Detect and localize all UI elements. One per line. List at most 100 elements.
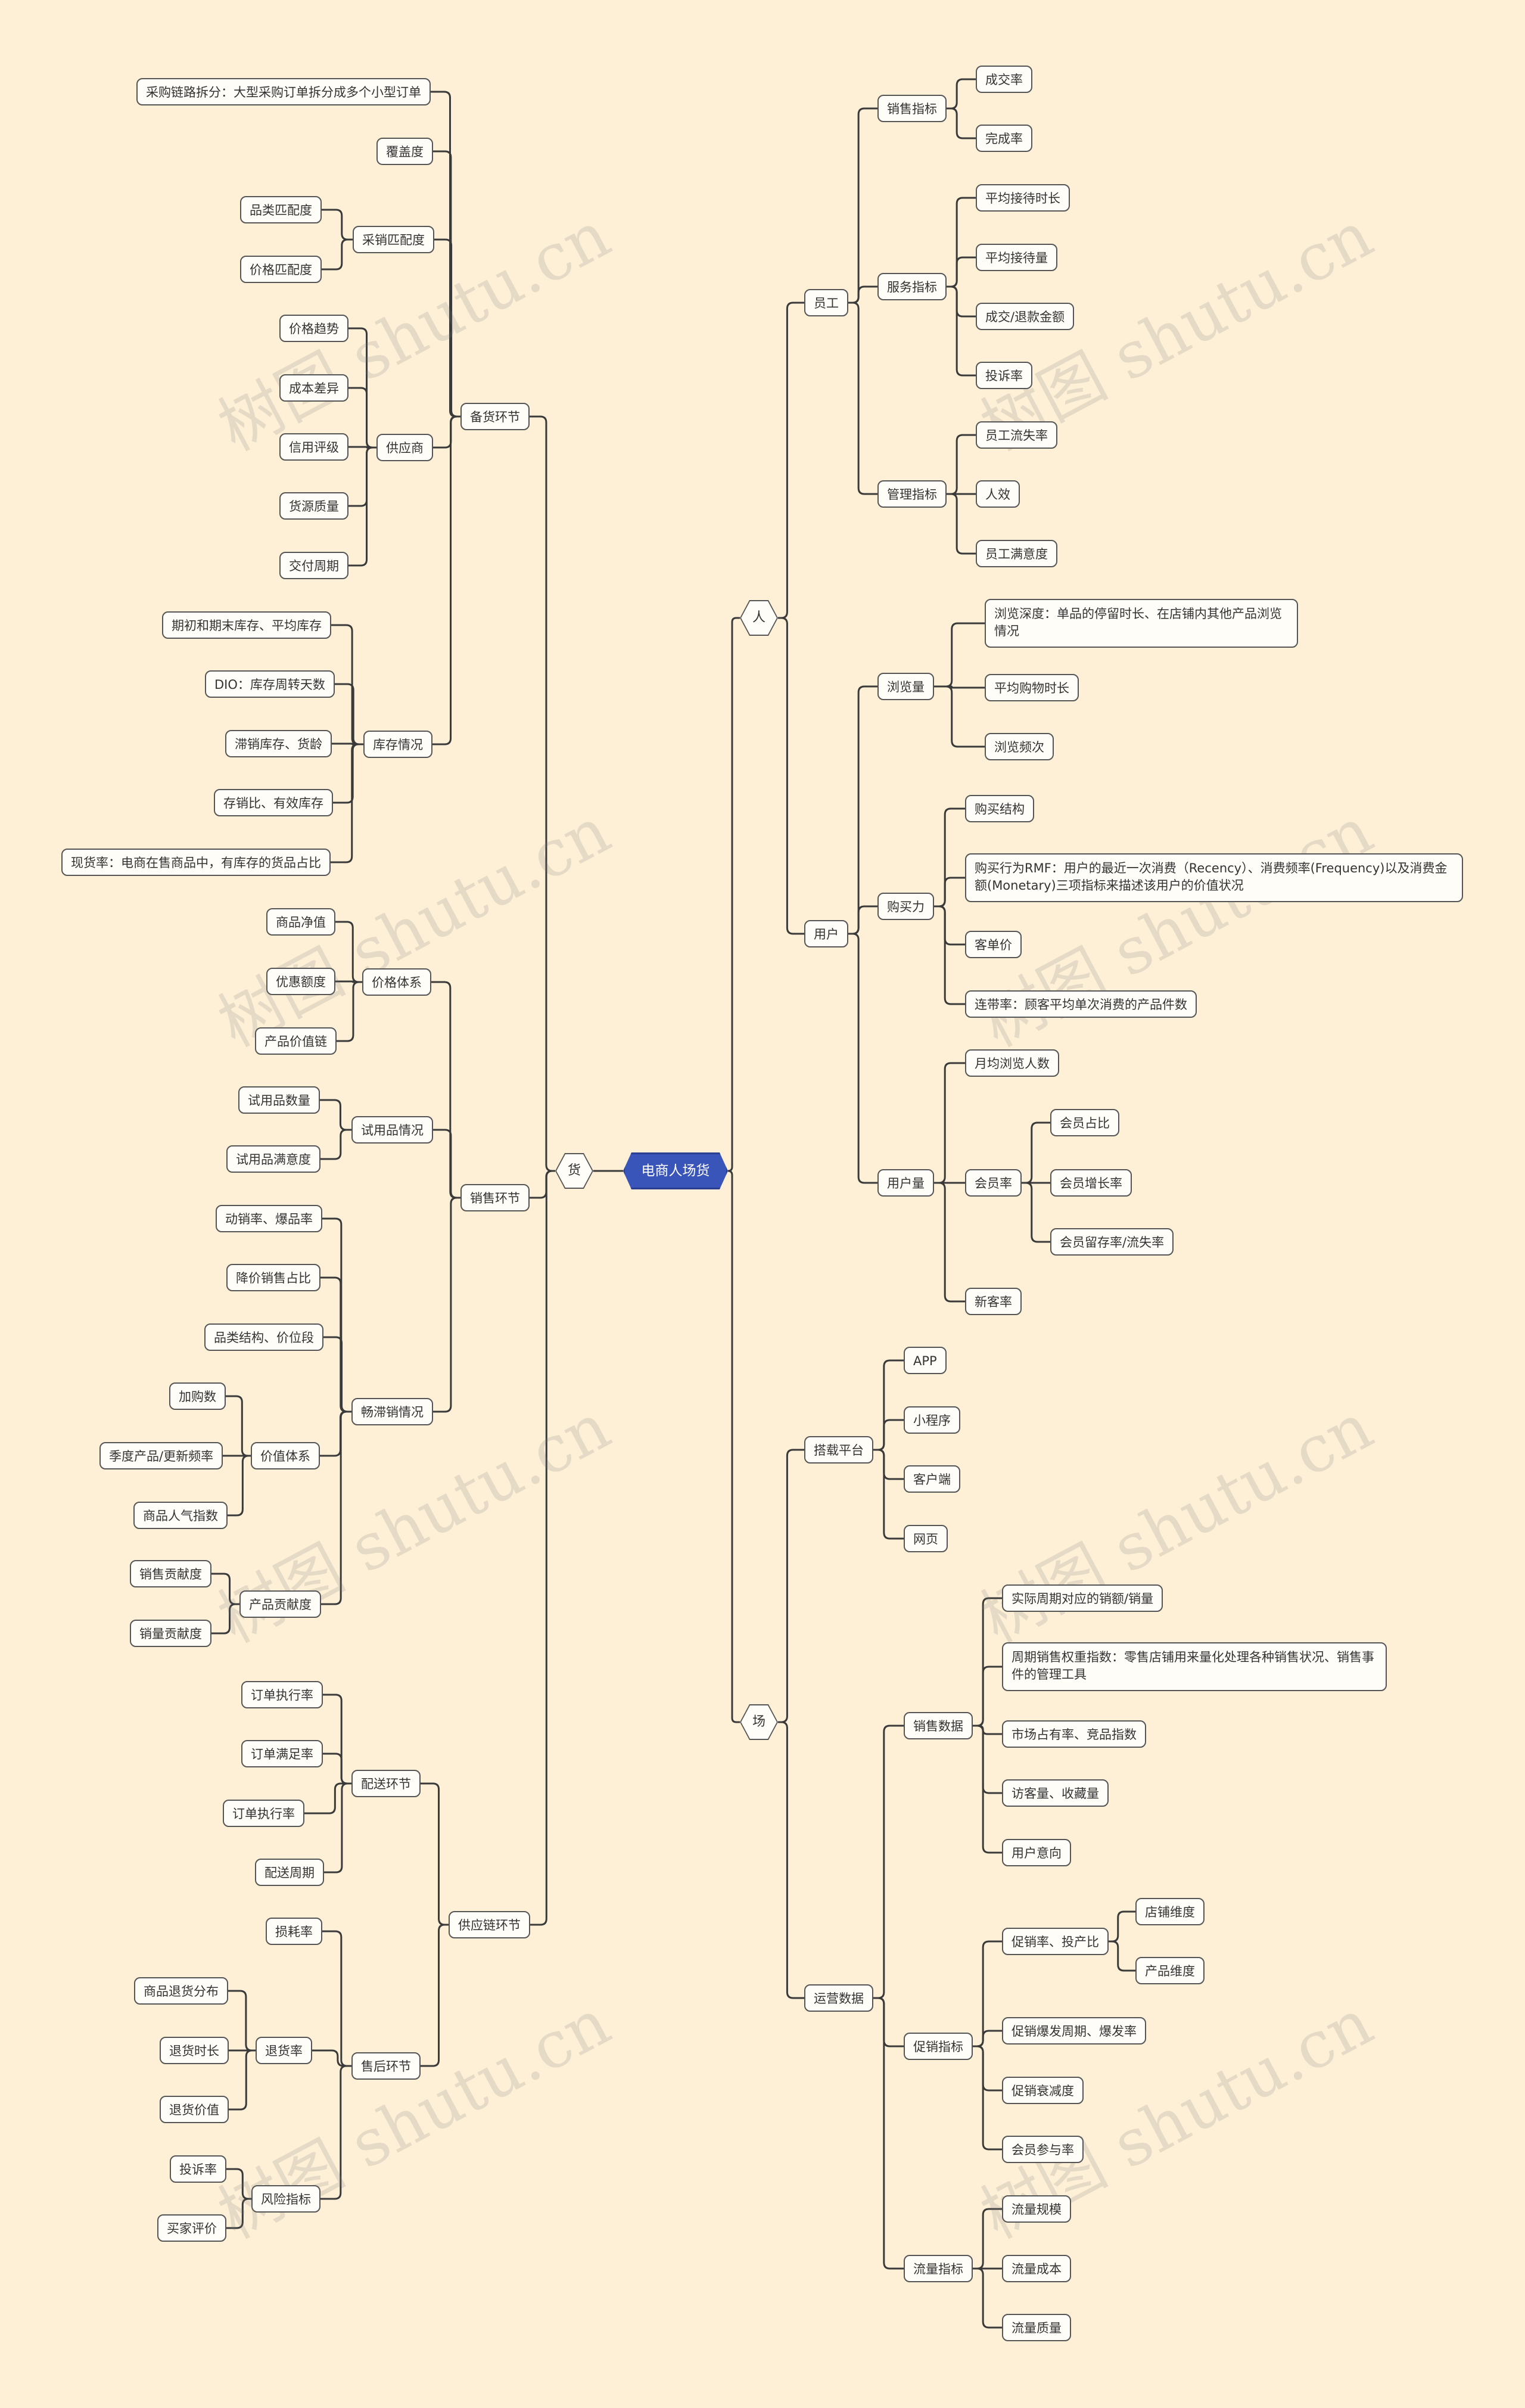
node-leaf[interactable]: 商品人气指数	[133, 1502, 228, 1529]
node-leaf[interactable]: 连带率：顾客平均单次消费的产品件数	[965, 990, 1197, 1018]
node-leaf[interactable]: 信用评级	[279, 433, 348, 461]
node-leaf[interactable]: 流量成本	[1002, 2255, 1071, 2282]
node-price-system[interactable]: 价格体系	[362, 968, 431, 996]
node-leaf[interactable]: 买家评价	[157, 2214, 226, 2242]
node-leaf[interactable]: 产品维度	[1135, 1957, 1205, 1984]
node-sales-metric[interactable]: 销售指标	[877, 95, 947, 122]
node-inventory[interactable]: 库存情况	[363, 731, 432, 758]
node-management-metric[interactable]: 管理指标	[877, 480, 947, 508]
node-leaf[interactable]: 销售贡献度	[130, 1560, 211, 1587]
node-supplier[interactable]: 供应商	[376, 434, 433, 461]
node-leaf[interactable]: 损耗率	[266, 1918, 322, 1945]
node-trial-products[interactable]: 试用品情况	[351, 1116, 433, 1144]
node-delivery[interactable]: 配送环节	[351, 1770, 421, 1797]
node-leaf[interactable]: 覆盖度	[376, 138, 433, 165]
node-leaf[interactable]: 购买行为RMF：用户的最近一次消费（Recency）、消费频率(Frequenc…	[965, 853, 1463, 902]
node-leaf[interactable]: 滞销库存、货龄	[225, 730, 332, 757]
node-leaf[interactable]: 购买结构	[965, 795, 1034, 822]
node-risk-metric[interactable]: 风险指标	[251, 2185, 320, 2213]
node-sell-through[interactable]: 畅滞销情况	[351, 1398, 433, 1425]
node-supply-chain[interactable]: 供应链环节	[449, 1911, 530, 1938]
node-leaf[interactable]: 动销率、爆品率	[216, 1205, 322, 1232]
node-leaf[interactable]: 会员增长率	[1050, 1169, 1132, 1197]
node-product-contribution[interactable]: 产品贡献度	[239, 1590, 321, 1618]
node-traffic-metric[interactable]: 流量指标	[904, 2255, 973, 2282]
node-leaf[interactable]: 订单执行率	[241, 1681, 323, 1708]
node-leaf[interactable]: 投诉率	[170, 2155, 226, 2183]
node-leaf[interactable]: 订单执行率	[223, 1800, 304, 1827]
node-value-system[interactable]: 价值体系	[251, 1442, 320, 1469]
node-leaf[interactable]: 会员参与率	[1002, 2136, 1084, 2163]
node-leaf[interactable]: 促销爆发周期、爆发率	[1002, 2017, 1146, 2045]
node-leaf[interactable]: 平均接待时长	[976, 184, 1070, 212]
node-leaf[interactable]: 成交/退款金额	[976, 303, 1075, 330]
node-leaf[interactable]: 人效	[976, 480, 1020, 508]
node-return-rate[interactable]: 退货率	[256, 2037, 312, 2064]
node-leaf[interactable]: 试用品数量	[238, 1086, 320, 1114]
node-leaf[interactable]: 浏览深度：单品的停留时长、在店铺内其他产品浏览情况	[985, 599, 1298, 648]
node-sales-stage[interactable]: 销售环节	[460, 1184, 530, 1211]
node-leaf[interactable]: DIO：库存周转天数	[205, 670, 335, 698]
node-purchase-sales-match[interactable]: 采销匹配度	[353, 226, 434, 253]
node-roi[interactable]: 促销率、投产比	[1002, 1928, 1109, 1955]
node-leaf[interactable]: 实际周期对应的销额/销量	[1002, 1584, 1163, 1612]
node-leaf[interactable]: 加购数	[169, 1382, 226, 1410]
node-yonghu[interactable]: 用户	[804, 920, 848, 947]
node-leaf[interactable]: 浏览频次	[985, 733, 1054, 760]
node-platforms[interactable]: 搭载平台	[804, 1436, 873, 1464]
node-leaf[interactable]: 新客率	[965, 1288, 1022, 1315]
node-leaf[interactable]: 退货时长	[160, 2037, 229, 2064]
node-purchasing-power[interactable]: 购买力	[877, 893, 934, 920]
node-user-count[interactable]: 用户量	[877, 1169, 934, 1197]
node-sales-data[interactable]: 销售数据	[904, 1712, 973, 1739]
node-leaf[interactable]: 季度产品/更新频率	[99, 1442, 223, 1469]
node-leaf[interactable]: 销量贡献度	[130, 1620, 211, 1647]
root-node[interactable]: 电商人场货	[623, 1152, 728, 1189]
node-leaf[interactable]: 期初和期末库存、平均库存	[162, 611, 331, 639]
node-leaf[interactable]: 成交率	[976, 66, 1032, 93]
node-operations-data[interactable]: 运营数据	[804, 1984, 873, 2012]
node-leaf[interactable]: 月均浏览人数	[965, 1049, 1059, 1077]
node-leaf[interactable]: 平均购物时长	[985, 674, 1079, 701]
branch-huo-node[interactable]: 货	[555, 1153, 593, 1189]
node-leaf[interactable]: 流量规模	[1002, 2195, 1071, 2223]
node-leaf[interactable]: 优惠额度	[266, 968, 335, 995]
node-leaf[interactable]: 员工满意度	[976, 540, 1057, 567]
node-service-metric[interactable]: 服务指标	[877, 273, 947, 300]
node-leaf[interactable]: 品类匹配度	[240, 196, 322, 223]
node-leaf[interactable]: 退货价值	[160, 2096, 229, 2123]
node-leaf[interactable]: 价格匹配度	[240, 256, 322, 283]
node-leaf[interactable]: 访客量、收藏量	[1002, 1779, 1109, 1807]
node-leaf[interactable]: 存销比、有效库存	[214, 789, 333, 816]
node-stocking[interactable]: 备货环节	[460, 403, 530, 430]
node-leaf[interactable]: 店铺维度	[1135, 1898, 1205, 1925]
node-leaf[interactable]: 产品价值链	[255, 1027, 337, 1055]
node-leaf[interactable]: 订单满足率	[241, 1740, 323, 1767]
node-promotion-metric[interactable]: 促销指标	[904, 2033, 973, 2060]
node-page-views[interactable]: 浏览量	[877, 673, 934, 700]
node-leaf[interactable]: 交付周期	[279, 552, 348, 579]
node-yuangong[interactable]: 员工	[804, 289, 848, 316]
node-leaf[interactable]: 试用品满意度	[226, 1145, 320, 1173]
node-leaf[interactable]: 平均接待量	[976, 244, 1057, 271]
node-leaf[interactable]: 现货率：电商在售商品中，有库存的货品占比	[61, 849, 331, 876]
node-membership-rate[interactable]: 会员率	[965, 1169, 1022, 1197]
node-leaf[interactable]: 投诉率	[976, 362, 1032, 389]
node-leaf[interactable]: 配送周期	[255, 1859, 324, 1886]
node-leaf[interactable]: 品类结构、价位段	[204, 1323, 323, 1351]
node-leaf[interactable]: 市场占有率、竞品指数	[1002, 1720, 1146, 1748]
node-leaf[interactable]: 成本差异	[279, 374, 348, 402]
node-leaf[interactable]: 价格趋势	[279, 315, 348, 342]
node-leaf[interactable]: 客户端	[904, 1465, 960, 1493]
node-leaf[interactable]: 货源质量	[279, 492, 348, 520]
node-leaf[interactable]: 商品退货分布	[134, 1977, 228, 2005]
node-leaf[interactable]: 会员占比	[1050, 1109, 1119, 1136]
node-leaf[interactable]: 采购链路拆分：大型采购订单拆分成多个小型订单	[136, 78, 431, 105]
node-leaf[interactable]: 商品净值	[266, 908, 335, 936]
node-leaf[interactable]: APP	[904, 1347, 947, 1374]
node-leaf[interactable]: 降价销售占比	[226, 1264, 320, 1291]
node-after-sales[interactable]: 售后环节	[351, 2052, 421, 2080]
node-leaf[interactable]: 客单价	[965, 931, 1022, 958]
node-leaf[interactable]: 周期销售权重指数：零售店铺用来量化处理各种销售状况、销售事件的管理工具	[1002, 1642, 1387, 1691]
node-leaf[interactable]: 会员留存率/流失率	[1050, 1228, 1174, 1256]
